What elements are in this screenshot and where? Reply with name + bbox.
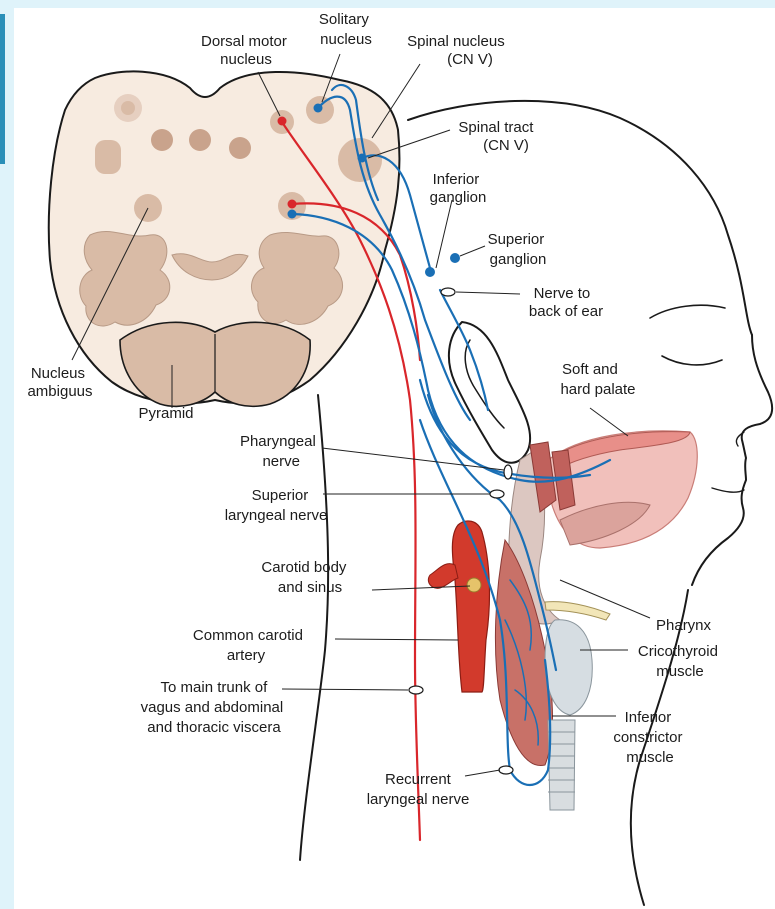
superior-ganglion-dot: [450, 253, 460, 263]
label-superior-laryngeal-nerve: Superior laryngeal nerve: [225, 487, 328, 524]
label-superior-ganglion: Superior ganglion: [488, 231, 549, 268]
common-carotid: [452, 521, 489, 692]
label-pyramid: Pyramid: [138, 405, 193, 422]
medulla-cross-section: [49, 71, 400, 406]
label-main-trunk: To main trunk of vagus and abdominal and…: [141, 679, 288, 736]
ear-nerve-fiber: [440, 290, 488, 410]
label-carotid-body-and-sinus: Carotid body and sinus: [261, 559, 350, 596]
label-nerve-to-back-of-ear: Nerve to back of ear: [529, 285, 603, 320]
carotid-body: [467, 578, 481, 592]
face-profile: [692, 335, 772, 585]
spinal-tract-dot: [358, 154, 367, 163]
eyebrow: [650, 305, 725, 318]
label-soft-and-hard-palate: Soft and hard palate: [560, 361, 635, 398]
label-common-carotid-artery: Common carotid artery: [193, 627, 307, 664]
label-pharynx: Pharynx: [656, 617, 712, 634]
label-pharyngeal-nerve: Pharyngeal nerve: [240, 433, 320, 470]
ambiguus-sensory-dot: [288, 210, 297, 219]
label-inferior-constrictor-muscle: Inferior constrictor muscle: [613, 709, 686, 766]
label-spinal-tract: Spinal tract (CN V): [458, 119, 537, 154]
closed-eye: [662, 356, 722, 365]
ambiguus-motor-dot: [288, 200, 297, 209]
front-of-neck: [631, 590, 688, 905]
lips: [712, 488, 744, 492]
inferior-ganglion-dot: [425, 267, 435, 277]
label-inferior-ganglion: Inferior ganglion: [430, 171, 487, 206]
label-nucleus-ambiguus: Nucleus ambiguus: [27, 365, 92, 400]
dorsal-motor-dot: [278, 117, 287, 126]
label-spinal-nucleus: Spinal nucleus (CN V): [407, 33, 509, 68]
label-cricothyroid-muscle: Cricothyroid muscle: [638, 643, 722, 680]
carotid-branches: [428, 564, 458, 589]
label-solitary-nucleus: Solitary nucleus: [319, 11, 373, 48]
ear-outline: [449, 322, 530, 463]
carotid-artery: [428, 521, 489, 692]
label-dorsal-motor-nucleus: Dorsal motor nucleus: [201, 33, 291, 68]
trachea: [548, 720, 575, 810]
solitary-dot: [314, 104, 323, 113]
